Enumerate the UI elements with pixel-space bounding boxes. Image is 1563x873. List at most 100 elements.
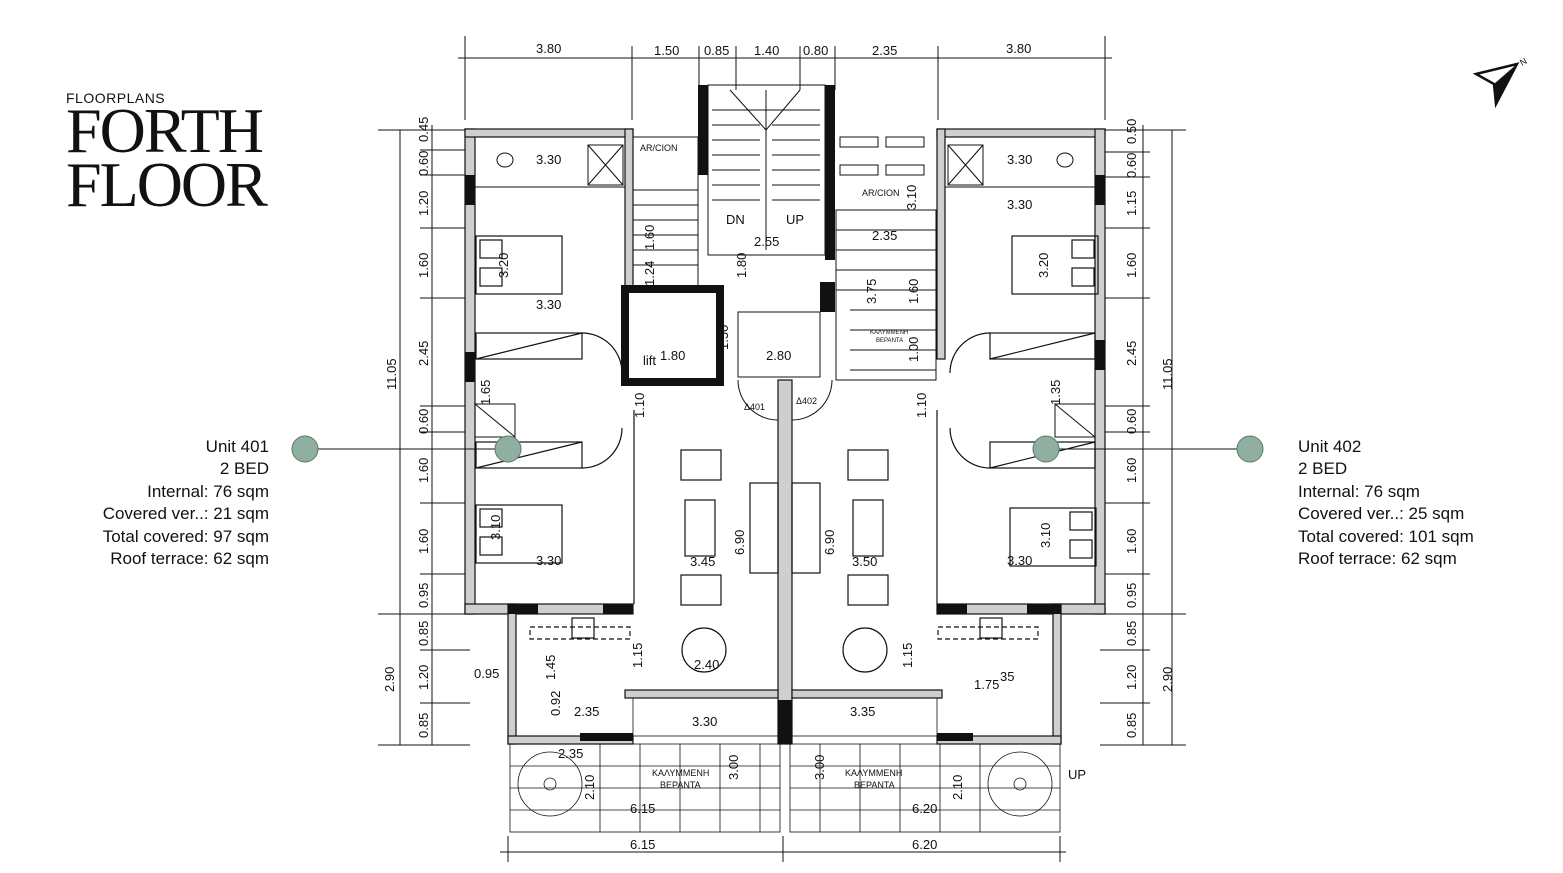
wc-right-height: 1.35 bbox=[1048, 380, 1063, 405]
dining-left-width: 2.40 bbox=[694, 657, 719, 672]
living-left-width: 3.45 bbox=[690, 554, 715, 569]
dim-left-5: 2.45 bbox=[416, 341, 431, 366]
dim-left-10: 0.85 bbox=[416, 621, 431, 646]
verandah-grid bbox=[509, 697, 1061, 833]
dim-right-lower: 2.90 bbox=[1160, 667, 1175, 692]
unit-402-pin[interactable] bbox=[1032, 435, 1060, 463]
unit-401-info: Unit 401 2 BED Internal: 76 sqm Covered … bbox=[103, 436, 269, 570]
unit-internal: Internal: 76 sqm bbox=[1298, 481, 1420, 501]
spiral-right-height: 2.10 bbox=[950, 775, 965, 800]
structural-columns bbox=[465, 85, 1105, 744]
dim-left-6: 0.60 bbox=[416, 409, 431, 434]
unit-roof: Roof terrace: 62 sqm bbox=[110, 549, 269, 569]
unit-name: Unit 401 bbox=[205, 437, 269, 456]
north-arrow-icon: N bbox=[1472, 56, 1529, 109]
lift-height: 1.50 bbox=[716, 325, 731, 350]
stairwell bbox=[707, 84, 826, 256]
verandah-right-label: ΚΑΛΥΜΜΕΝΗ bbox=[845, 768, 902, 778]
living-right-height: 6.90 bbox=[822, 530, 837, 555]
unit-beds: 2 BED bbox=[1298, 459, 1348, 479]
right-service-block bbox=[835, 136, 937, 381]
left-small-dim: 0.92 bbox=[548, 691, 563, 716]
bed2-right-height: 3.10 bbox=[1038, 523, 1053, 548]
kitchen-right-width-2: 35 bbox=[1000, 669, 1014, 684]
bed2-left-height: 3.10 bbox=[488, 515, 503, 540]
bed-left-width: 3.30 bbox=[536, 297, 561, 312]
dim-left-12: 0.85 bbox=[416, 713, 431, 738]
unit-402-info: Unit 402 2 BED Internal: 76 sqm Covered … bbox=[1298, 436, 1474, 570]
verandah-small-label-2: ΒΕΡΑΝΤΑ bbox=[876, 338, 903, 344]
unit-402-marker[interactable] bbox=[1236, 435, 1264, 463]
terrace-left-width: 2.35 bbox=[574, 704, 599, 719]
living-left-height: 6.90 bbox=[732, 530, 747, 555]
bed-right-width: 3.30 bbox=[1007, 197, 1032, 212]
living-right-width: 3.50 bbox=[852, 554, 877, 569]
kitchen-right-height: 1.15 bbox=[900, 643, 915, 668]
spiral-up-label: UP bbox=[1068, 767, 1086, 782]
dim-left-9: 0.95 bbox=[416, 583, 431, 608]
bed2-right-width: 3.30 bbox=[1007, 553, 1032, 568]
bath-right-width: 3.30 bbox=[1007, 152, 1032, 167]
stair-width: 2.55 bbox=[754, 234, 779, 249]
dim-top-3: 0.85 bbox=[704, 43, 729, 58]
unit-total: Total covered: 97 sqm bbox=[102, 526, 269, 546]
stair-up-label: UP bbox=[786, 212, 804, 227]
bed-right-height: 3.20 bbox=[1036, 253, 1051, 278]
bath-left-width: 3.30 bbox=[536, 152, 561, 167]
dim-bottom-left: 6.15 bbox=[630, 837, 655, 852]
living-areas bbox=[529, 410, 1039, 673]
dim-top-5: 0.80 bbox=[803, 43, 828, 58]
top-dimensions bbox=[458, 36, 1112, 120]
title-line-2: FLOOR bbox=[66, 149, 268, 220]
dim-left-lower: 2.90 bbox=[382, 667, 397, 692]
dim-right-10: 0.85 bbox=[1124, 621, 1139, 646]
bed-left-height: 3.20 bbox=[496, 253, 511, 278]
bedrooms bbox=[475, 235, 1099, 567]
lift-shaft: lift 1.80 1.50 bbox=[621, 285, 731, 386]
lobby-width: 2.80 bbox=[766, 348, 791, 363]
dim-right-11: 1.20 bbox=[1124, 665, 1139, 690]
spiral-left-height: 2.10 bbox=[582, 775, 597, 800]
dim-right-2: 0.60 bbox=[1124, 153, 1139, 178]
dim-right-4: 1.60 bbox=[1124, 253, 1139, 278]
left-service-block bbox=[632, 136, 699, 288]
stair-height: 1.80 bbox=[734, 253, 749, 278]
dim-right-9: 0.95 bbox=[1124, 583, 1139, 608]
hall-left-height: 1.10 bbox=[632, 393, 647, 418]
verandah-right-label-2: ΒΕΡΑΝΤΑ bbox=[854, 780, 895, 790]
dim-top-2: 1.50 bbox=[654, 43, 679, 58]
page-title: FORTH FLOOR bbox=[66, 99, 268, 220]
dim-right-3: 1.15 bbox=[1124, 191, 1139, 216]
stair-right-height: 3.75 bbox=[864, 279, 879, 304]
dim-left-1: 0.45 bbox=[416, 117, 431, 142]
service-left-height: 1.60 bbox=[642, 225, 657, 250]
dim-left-4: 1.60 bbox=[416, 253, 431, 278]
unit-401-marker[interactable] bbox=[291, 435, 319, 463]
unit-total: Total covered: 101 sqm bbox=[1298, 526, 1474, 546]
stair-down-label: DN bbox=[726, 212, 745, 227]
unit-401-pin[interactable] bbox=[494, 435, 522, 463]
bathrooms bbox=[474, 136, 1096, 438]
dim-right-6: 0.60 bbox=[1124, 409, 1139, 434]
lift-width: 1.80 bbox=[660, 348, 685, 363]
bottom-dimensions bbox=[500, 836, 1066, 862]
service-left-small: 1.24 bbox=[642, 261, 657, 286]
right-dimensions bbox=[1100, 125, 1186, 746]
unit-covered: Covered ver..: 25 sqm bbox=[1298, 504, 1465, 524]
dim-left-3: 1.20 bbox=[416, 191, 431, 216]
terrace-bottom-left: 6.15 bbox=[630, 801, 655, 816]
dim-left-11: 1.20 bbox=[416, 665, 431, 690]
dim-top-4: 1.40 bbox=[754, 43, 779, 58]
unit-roof: Roof terrace: 62 sqm bbox=[1298, 549, 1457, 569]
verandah-left-height: 3.00 bbox=[726, 755, 741, 780]
verandah-left-label: ΚΑΛΥΜΜΕΝΗ bbox=[652, 768, 709, 778]
stair-right-h2: 1.60 bbox=[906, 279, 921, 304]
hall-right-height: 1.10 bbox=[914, 393, 929, 418]
kitchen-left-width: 1.45 bbox=[543, 655, 558, 680]
stair-right-width: 2.35 bbox=[872, 228, 897, 243]
dim-left-7: 1.60 bbox=[416, 458, 431, 483]
door-402-label: Δ402 bbox=[796, 396, 817, 406]
unit-name: Unit 402 bbox=[1298, 437, 1362, 456]
dim-left-2: 0.60 bbox=[416, 151, 431, 176]
